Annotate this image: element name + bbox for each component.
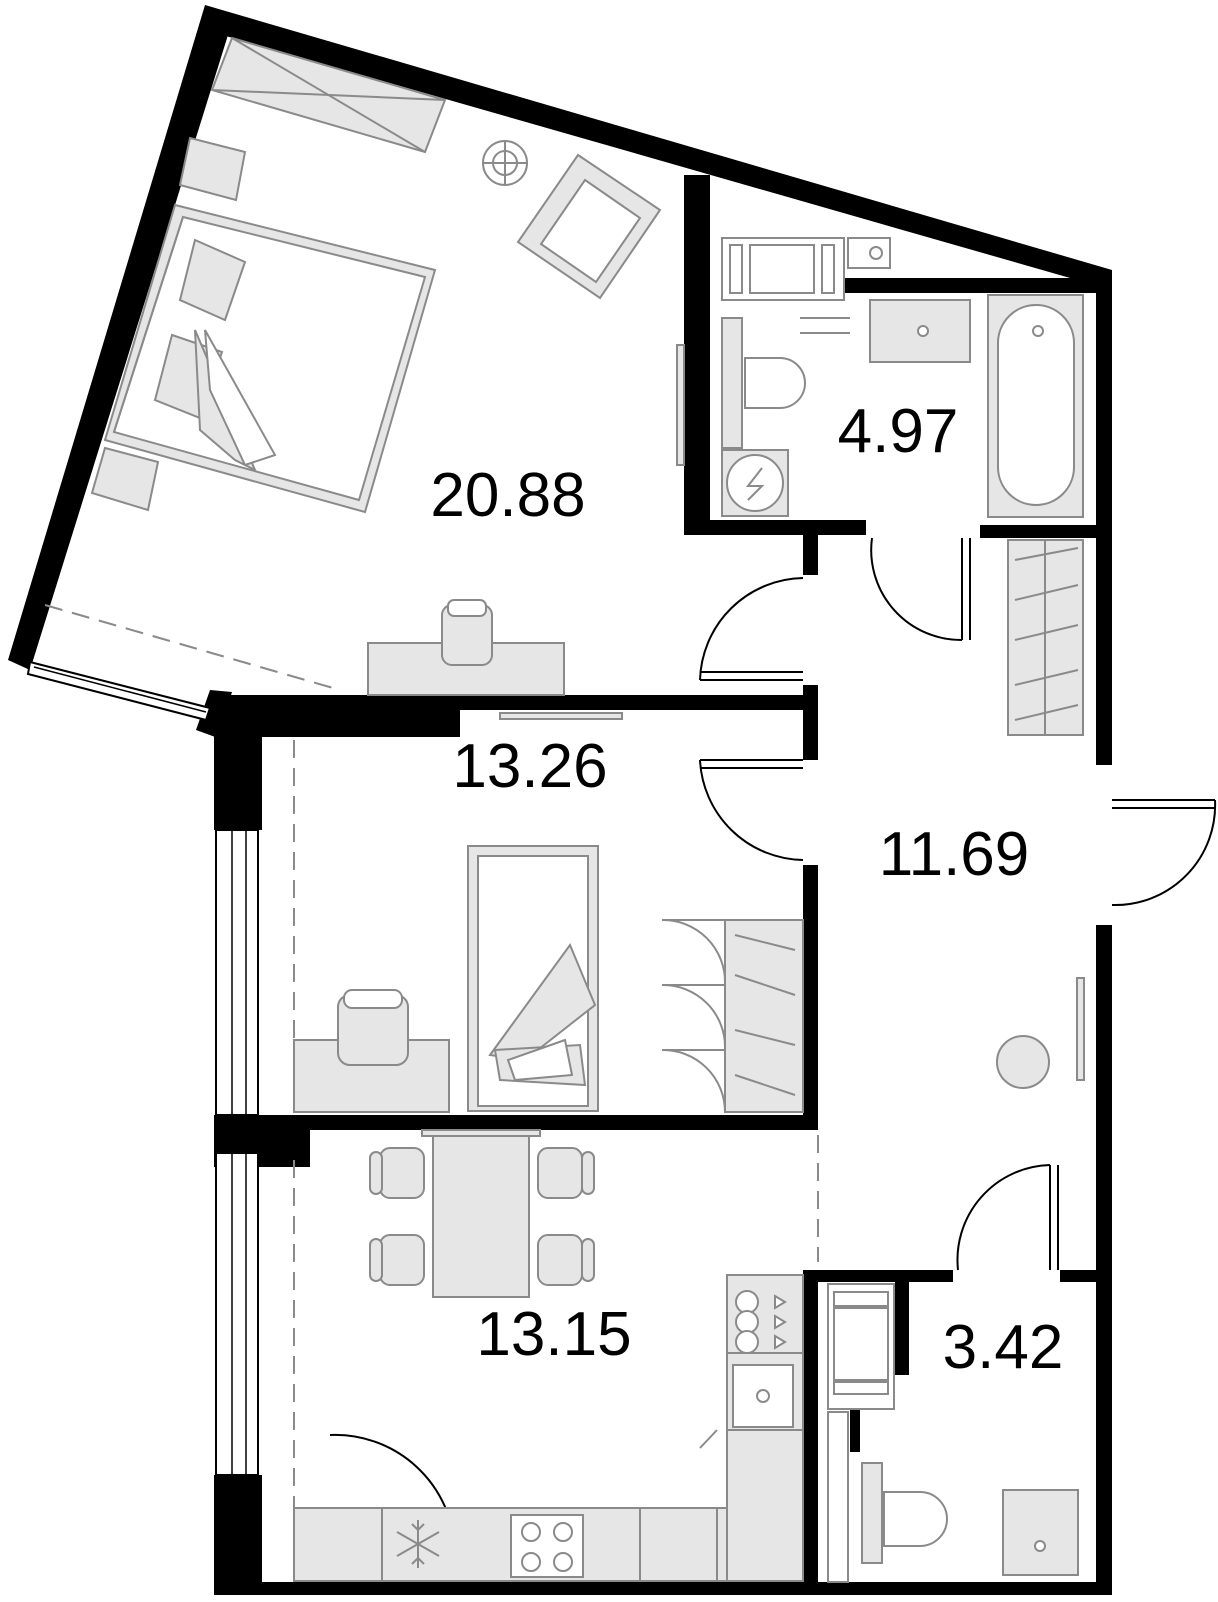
area-label-hallway: 11.69 [879, 820, 1030, 889]
second-room-furniture [293, 712, 804, 1113]
cooktop-icon [510, 1514, 584, 1578]
wc-furniture [827, 1283, 1079, 1583]
pouf [996, 1035, 1050, 1089]
nightstand [178, 136, 247, 202]
hob-icon [735, 1290, 759, 1314]
bedroom-furniture [90, 36, 685, 696]
wardrobe [724, 919, 804, 1113]
sink [1002, 1489, 1079, 1576]
chair [379, 1147, 425, 1199]
chair [537, 1147, 583, 1199]
area-label-bedroom: 20.88 [430, 461, 585, 530]
toilet [883, 1491, 948, 1547]
chair [379, 1234, 425, 1286]
area-label-wc: 3.42 [943, 1313, 1064, 1382]
kitchen-furniture [293, 1129, 804, 1582]
snowflake-icon [396, 1520, 440, 1568]
area-labels: 20.88 4.97 13.26 11.69 13.15 3.42 [430, 397, 1063, 1382]
area-label-second-room: 13.26 [452, 732, 607, 801]
area-label-kitchen: 13.15 [476, 1300, 631, 1369]
chair [537, 1234, 583, 1286]
walls [8, 5, 1112, 1595]
dining-table [432, 1131, 530, 1298]
nightstand [90, 446, 160, 512]
windows [26, 604, 819, 1570]
area-label-bathroom: 4.97 [838, 397, 959, 466]
toilet [744, 357, 806, 409]
bathroom-furniture [721, 237, 1084, 518]
hallway-furniture [996, 539, 1085, 1089]
